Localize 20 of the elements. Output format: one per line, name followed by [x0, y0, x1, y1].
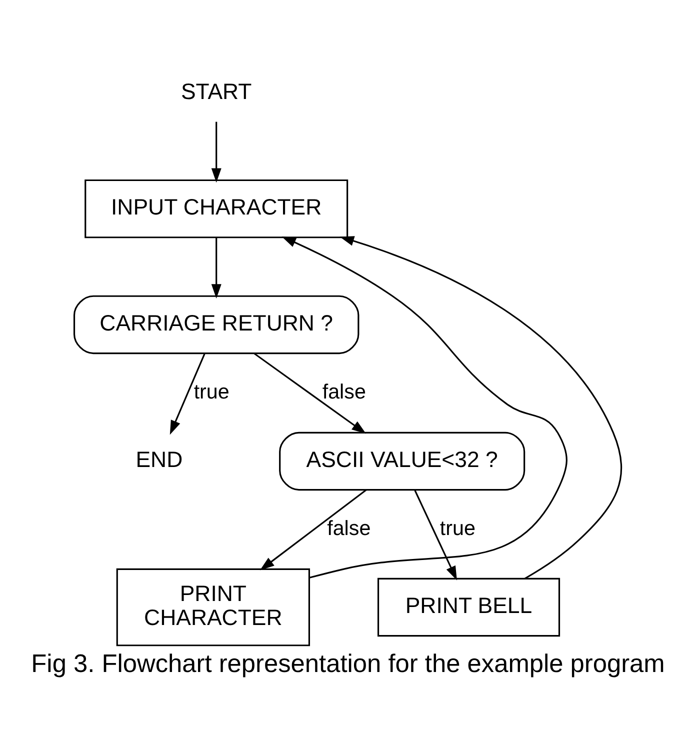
caption: Fig 3. Flowchart representation for the example program — [31, 650, 665, 678]
arrow — [170, 353, 206, 434]
node-box: PRINT CHARACTER — [116, 568, 310, 646]
edge-label: true — [194, 380, 230, 403]
arrow — [211, 121, 222, 182]
arrow — [340, 236, 622, 579]
node-text: END — [136, 446, 183, 472]
arrow — [211, 237, 222, 298]
node-box: ASCII VALUE<32 ? — [279, 431, 526, 490]
arrow — [254, 352, 366, 434]
arrow — [282, 236, 568, 578]
node-box: PRINT BELL — [377, 577, 560, 636]
node-text: START — [180, 78, 252, 104]
arrow — [260, 488, 367, 570]
node-box: INPUT CHARACTER — [84, 178, 348, 238]
node-box: CARRIAGE RETURN ? — [73, 294, 360, 354]
arrow — [414, 490, 457, 580]
edge-label: true — [440, 516, 476, 540]
edge-label: false — [322, 380, 366, 403]
edge-label: false — [327, 516, 371, 540]
